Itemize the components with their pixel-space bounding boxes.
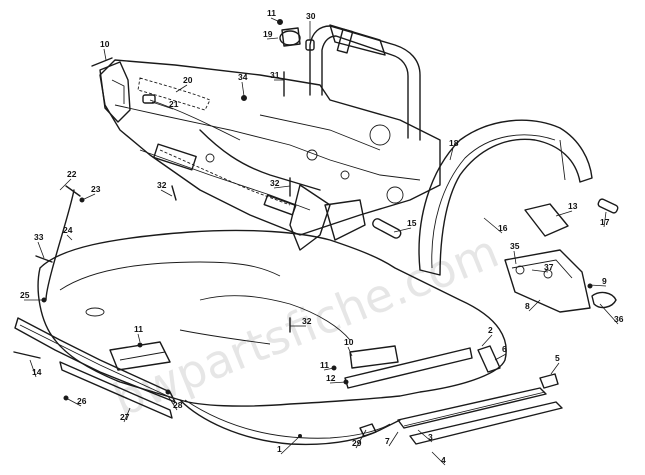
callout-number: 6 bbox=[502, 344, 507, 354]
callout-leader bbox=[481, 334, 493, 347]
latch-assembly bbox=[277, 19, 315, 51]
callout-leader bbox=[555, 210, 573, 217]
callout-leader bbox=[603, 211, 607, 228]
callout-number: 9 bbox=[602, 276, 607, 286]
rear-bracket bbox=[504, 203, 617, 313]
callout-number: 22 bbox=[67, 169, 77, 179]
callout-number: 19 bbox=[263, 29, 273, 39]
callout-leader bbox=[388, 431, 399, 447]
callout-number: 24 bbox=[63, 225, 73, 235]
callout-number: 29 bbox=[352, 438, 362, 448]
side-rails bbox=[397, 345, 563, 445]
callout-number: 10 bbox=[344, 337, 354, 347]
callout-leader bbox=[167, 395, 178, 411]
callout-number: 10 bbox=[100, 39, 110, 49]
nose-bracket bbox=[91, 57, 211, 123]
callout-number: 5 bbox=[555, 353, 560, 363]
callout-number: 32 bbox=[270, 178, 280, 188]
callout-leader bbox=[347, 346, 353, 357]
callout-leader bbox=[431, 451, 446, 466]
callout-leader bbox=[355, 429, 367, 449]
callout-number: 8 bbox=[525, 301, 530, 311]
callout-leader bbox=[589, 284, 607, 287]
callout-leader bbox=[483, 217, 503, 234]
callout-number: 13 bbox=[568, 201, 578, 211]
callout-number: 17 bbox=[600, 217, 610, 227]
callout-leader bbox=[550, 362, 560, 375]
callout-number: 25 bbox=[20, 290, 30, 300]
cap bbox=[359, 423, 377, 437]
callout-number: 14 bbox=[32, 367, 42, 377]
trim-strip bbox=[13, 317, 176, 419]
callout-number: 32 bbox=[302, 316, 312, 326]
callout-leader bbox=[66, 234, 73, 241]
grab-handle bbox=[309, 24, 421, 141]
callout-number: 3 bbox=[428, 432, 433, 442]
callout-number: 36 bbox=[614, 314, 624, 324]
callout-number: 26 bbox=[77, 396, 87, 406]
callout-number: 34 bbox=[238, 72, 248, 82]
callout-leader bbox=[123, 407, 131, 423]
callout-number: 28 bbox=[173, 400, 183, 410]
callout-number: 15 bbox=[407, 218, 417, 228]
callout-number: 33 bbox=[34, 232, 44, 242]
callout-number: 1 bbox=[277, 444, 282, 454]
callout-leader bbox=[65, 397, 82, 407]
callout-number: 18 bbox=[449, 138, 459, 148]
callout-number: 37 bbox=[544, 262, 554, 272]
fasteners bbox=[153, 71, 291, 333]
chassis-tunnel bbox=[99, 59, 441, 251]
callout-number: 11 bbox=[134, 324, 143, 334]
tow-loop bbox=[372, 218, 402, 239]
callout-leader bbox=[449, 147, 454, 161]
callout-leader bbox=[241, 81, 245, 97]
callout-leader bbox=[599, 303, 619, 325]
callout-number: 30 bbox=[306, 11, 316, 21]
callout-number: 23 bbox=[91, 184, 101, 194]
callout-number: 11 bbox=[320, 360, 329, 370]
callout-leader bbox=[531, 269, 549, 273]
callout-leader bbox=[494, 353, 507, 361]
callout-number: 4 bbox=[441, 455, 446, 465]
callout-number: 31 bbox=[270, 70, 280, 80]
callout-leader bbox=[151, 101, 174, 110]
callout-leader bbox=[513, 250, 517, 265]
callout-leader bbox=[103, 48, 107, 61]
callout-leader bbox=[280, 435, 301, 455]
callout-leader bbox=[59, 178, 72, 191]
callout-number: 27 bbox=[120, 412, 130, 422]
callout-leader bbox=[137, 333, 141, 343]
callout-leader bbox=[175, 84, 188, 93]
callout-leader bbox=[37, 241, 45, 259]
callout-number: 21 bbox=[169, 99, 179, 109]
callout-leader bbox=[270, 17, 281, 23]
running-board bbox=[109, 341, 473, 389]
callout-number: 7 bbox=[385, 436, 390, 446]
callout-leader bbox=[160, 189, 173, 197]
callout-leader bbox=[81, 193, 96, 201]
callout-number: 11 bbox=[267, 8, 276, 18]
callout-number: 12 bbox=[326, 373, 336, 383]
callout-leader bbox=[329, 381, 347, 384]
callout-leader bbox=[393, 227, 412, 233]
callout-number: 2 bbox=[488, 325, 493, 335]
callout-number: 20 bbox=[183, 75, 193, 85]
callout-leader bbox=[29, 359, 37, 378]
callout-leader bbox=[528, 299, 541, 312]
callout-leader bbox=[323, 367, 335, 371]
callout-leader bbox=[266, 37, 279, 40]
rear-fender bbox=[418, 119, 619, 276]
callout-leader bbox=[417, 429, 433, 443]
callout-number: 32 bbox=[157, 180, 167, 190]
callout-leader bbox=[273, 185, 291, 189]
callout-number: 16 bbox=[498, 223, 508, 233]
control-cable bbox=[35, 185, 349, 401]
callout-number: 35 bbox=[510, 241, 520, 251]
